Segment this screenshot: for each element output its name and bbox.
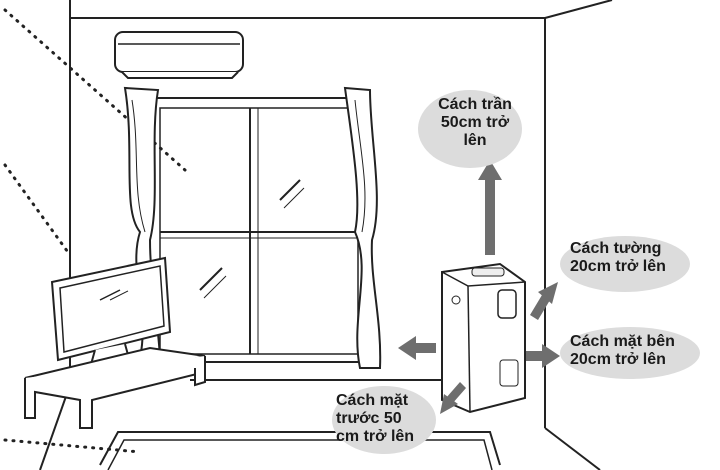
front-bubble <box>332 386 436 454</box>
dehumidifier <box>441 262 526 414</box>
ceiling-clearance-label: Cách trần 50cm trở lên <box>438 96 512 149</box>
clearance-arrows <box>398 160 560 414</box>
wall-clearance-label: Cách tường 20cm trở lên <box>570 240 666 275</box>
wall-bubble <box>560 236 690 292</box>
tv <box>50 256 172 370</box>
side-clearance-label: Cách mặt bên 20cm trở lên <box>570 333 675 368</box>
ceiling-bubble <box>418 90 522 168</box>
side-bubble <box>560 327 700 379</box>
air-conditioner <box>114 31 244 79</box>
tv-stand <box>24 346 206 429</box>
window <box>147 97 371 363</box>
carpet <box>99 431 501 466</box>
front-clearance-label: Cách mặt trước 50 cm trở lên <box>336 392 415 445</box>
